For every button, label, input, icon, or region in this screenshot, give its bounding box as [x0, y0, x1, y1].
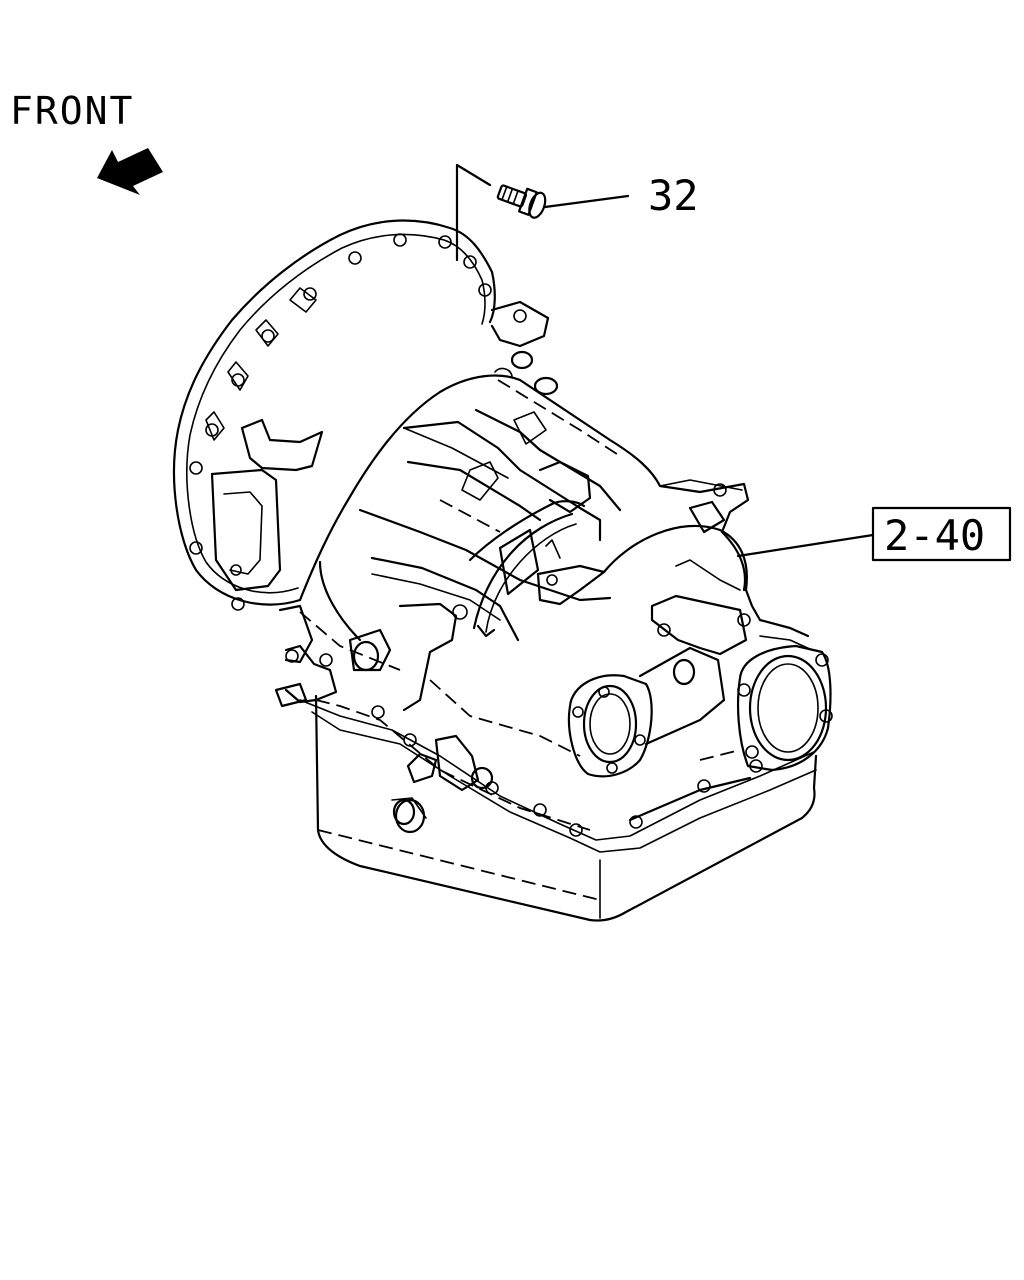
bolt-part — [455, 163, 547, 262]
transmission-assembly — [173, 219, 833, 922]
transmission-leader-line — [736, 533, 875, 558]
flange-bolt-bosses — [189, 233, 492, 611]
main-case — [298, 374, 522, 602]
bolt-leader-line — [543, 194, 630, 209]
oil-pan — [299, 679, 818, 922]
callout-2-40: 2-40 — [884, 511, 985, 560]
front-arrow-icon — [97, 148, 163, 195]
callout-box — [871, 506, 1012, 562]
rear-output-flange — [736, 635, 833, 772]
callout-32: 32 — [648, 171, 699, 220]
side-flange — [567, 646, 726, 778]
front-label: FRONT — [10, 89, 134, 133]
bell-housing — [173, 219, 496, 606]
